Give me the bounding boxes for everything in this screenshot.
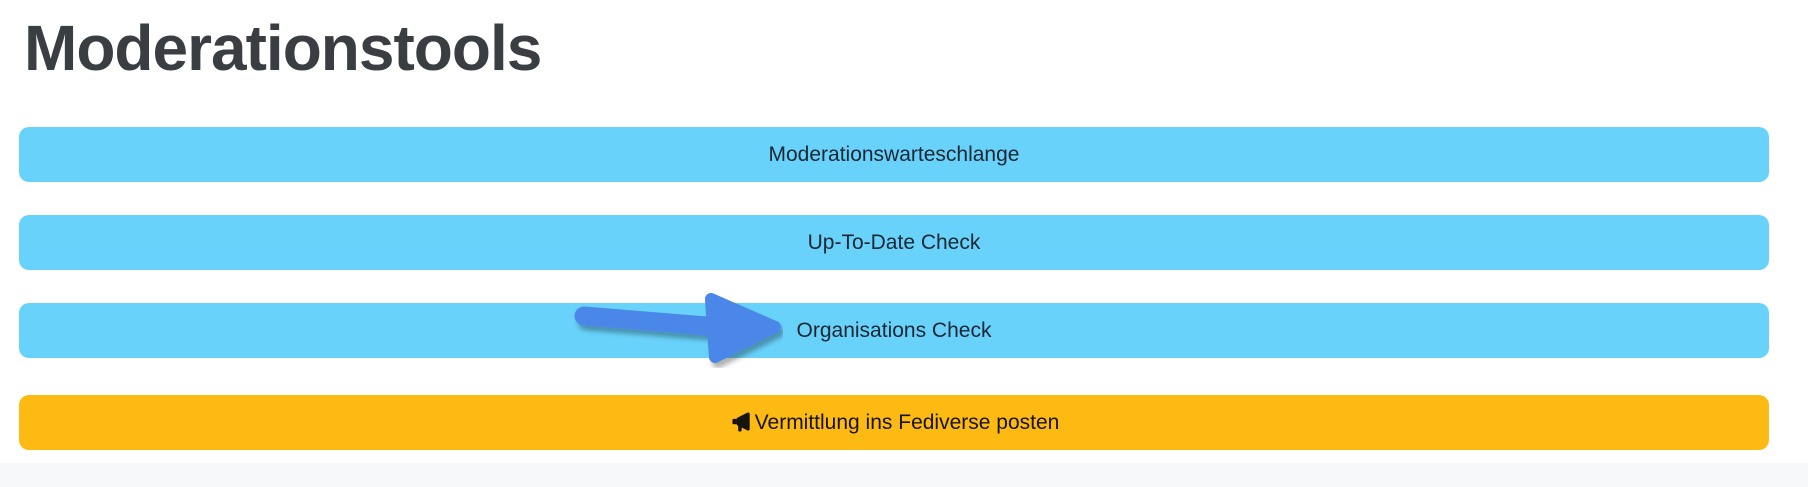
moderation-queue-button-label: Moderationswarteschlange (768, 142, 1020, 166)
post-fediverse-button[interactable]: Vermittlung ins Fediverse posten (19, 395, 1769, 450)
page-title: Moderationstools (24, 12, 542, 84)
footer-bar (0, 463, 1808, 487)
up-to-date-check-button[interactable]: Up-To-Date Check (19, 215, 1769, 270)
up-to-date-check-button-label: Up-To-Date Check (807, 230, 981, 254)
megaphone-icon (729, 411, 752, 434)
post-fediverse-button-label: Vermittlung ins Fediverse posten (754, 410, 1060, 434)
organisations-check-button-label: Organisations Check (796, 318, 992, 342)
organisations-check-button[interactable]: Organisations Check (19, 303, 1769, 358)
moderation-queue-button[interactable]: Moderationswarteschlange (19, 127, 1769, 182)
